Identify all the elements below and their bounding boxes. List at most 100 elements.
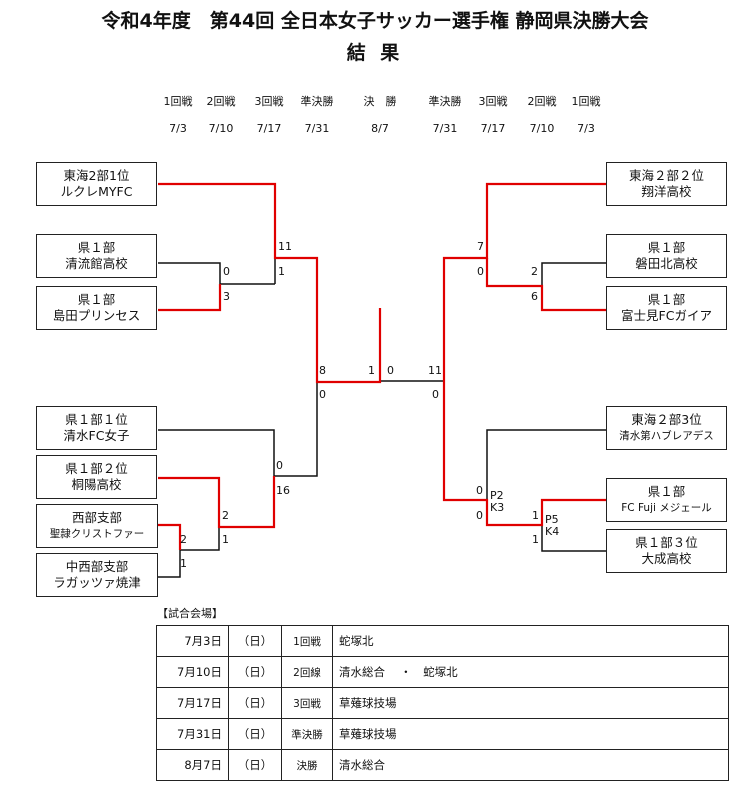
table-row: 8月7日 （日） 決勝 清水総合 <box>156 749 729 781</box>
score: 8 <box>319 364 326 377</box>
round-date: 7/10 <box>208 122 234 135</box>
score: 1 <box>180 557 187 570</box>
team-category: 東海2部1位 <box>63 168 130 183</box>
winner-line <box>442 182 607 381</box>
team-box: 県１部２位 桐陽高校 <box>36 455 157 499</box>
score: 0 <box>477 265 484 278</box>
winner-line <box>158 182 382 384</box>
score: 0 <box>276 459 283 472</box>
venue-place: 清水総合 ・ 蛇塚北 <box>332 656 729 688</box>
team-category: 県１部３位 <box>635 535 698 550</box>
table-row: 7月10日 （日） 2回線 清水総合 ・ 蛇塚北 <box>156 656 729 688</box>
score: 0 <box>432 388 439 401</box>
team-name: ラガッツァ焼津 <box>53 575 141 590</box>
venue-date: 7月31日 <box>156 718 229 750</box>
round-header: 1回戦 <box>571 95 601 108</box>
venue-place: 草薙球技場 <box>332 687 729 719</box>
team-name: 清流館高校 <box>65 256 128 271</box>
bracket-line <box>158 262 221 311</box>
team-category: 県１部 <box>77 240 116 255</box>
score: 2 <box>180 533 187 546</box>
page-title: 令和4年度 第44回 全日本女子サッカー選手権 静岡県決勝大会 <box>101 10 649 32</box>
bracket-line <box>541 262 607 286</box>
round-header: 決 勝 <box>363 95 397 108</box>
venue-day: （日） <box>228 656 282 688</box>
bracket-line <box>158 429 275 476</box>
round-date: 7/31 <box>304 122 330 135</box>
team-name: 清水第ハブレアデス <box>619 430 714 442</box>
bracket-line <box>541 525 607 552</box>
score: 0 <box>319 388 326 401</box>
team-box: 東海２部3位 清水第ハブレアデス <box>606 406 727 450</box>
score: 16 <box>276 484 290 497</box>
score: 3 <box>223 290 230 303</box>
round-date: 7/31 <box>432 122 458 135</box>
team-box: 東海２部２位 翔洋高校 <box>606 162 727 206</box>
team-name: 島田プリンセス <box>52 308 141 323</box>
venue-date: 8月7日 <box>156 749 229 781</box>
round-header: 3回戦 <box>254 95 284 108</box>
winner-line <box>485 258 607 312</box>
round-header: 2回戦 <box>527 95 557 108</box>
score: 0 <box>476 509 483 522</box>
venue-round: 準決勝 <box>281 718 333 750</box>
round-date: 7/3 <box>169 122 187 135</box>
venue-day: （日） <box>228 625 282 657</box>
team-box: 県１部３位 大成高校 <box>606 529 727 573</box>
score: 11 <box>428 364 442 377</box>
bracket-lines <box>158 182 607 578</box>
team-category: 東海２部２位 <box>628 168 704 183</box>
bracket-line <box>486 429 607 500</box>
venue-place: 清水総合 <box>332 749 729 781</box>
round-header: 準決勝 <box>300 95 334 108</box>
team-category: 中西部支部 <box>65 559 129 574</box>
table-row: 7月3日 （日） 1回戦 蛇塚北 <box>156 625 729 657</box>
pk-score: P5 K4 <box>545 513 560 538</box>
team-category: 東海２部3位 <box>631 412 702 427</box>
score: 0 <box>387 364 394 377</box>
team-name: 大成高校 <box>641 551 692 566</box>
team-category: 県１部 <box>647 240 686 255</box>
page-subtitle: 結 果 <box>346 42 404 64</box>
round-date: 8/7 <box>371 122 389 135</box>
venue-day: （日） <box>228 718 282 750</box>
venue-caption: 【試合会場】 <box>157 607 223 620</box>
team-category: 県１部 <box>647 292 686 307</box>
team-name: 聖隷クリストファー <box>49 528 145 540</box>
venue-place: 蛇塚北 <box>332 625 729 657</box>
venue-date: 7月17日 <box>156 687 229 719</box>
venue-place: 草薙球技場 <box>332 718 729 750</box>
team-box: 西部支部 聖隷クリストファー <box>36 504 158 548</box>
team-name: 桐陽高校 <box>71 477 122 492</box>
venue-round: 決勝 <box>281 749 333 781</box>
score: 1 <box>368 364 375 377</box>
score: 2 <box>222 509 229 522</box>
score: 1 <box>222 533 229 546</box>
score: 0 <box>223 265 230 278</box>
round-header: 2回戦 <box>206 95 236 108</box>
round-date: 7/17 <box>480 122 506 135</box>
score: 1 <box>532 533 539 546</box>
venue-date: 7月10日 <box>156 656 229 688</box>
score: 1 <box>278 265 285 278</box>
team-box: 県１部 富士見FCガイア <box>606 286 727 330</box>
score: 7 <box>477 240 484 253</box>
team-box: 東海2部1位 ルクレMYFC <box>36 162 157 206</box>
winner-line <box>158 523 182 550</box>
team-name: ルクレMYFC <box>60 184 133 199</box>
team-category: 県１部１位 <box>65 412 128 427</box>
venue-date: 7月3日 <box>156 625 229 657</box>
team-box: 中西部支部 ラガッツァ焼津 <box>36 553 158 597</box>
team-category: 県１部 <box>77 292 116 307</box>
winner-line <box>158 284 222 312</box>
venue-round: 2回線 <box>281 656 333 688</box>
venue-day: （日） <box>228 749 282 781</box>
score: 0 <box>476 484 483 497</box>
team-name: 翔洋高校 <box>641 184 692 199</box>
bracket-line <box>158 550 181 578</box>
team-name: FC Fuji メジェール <box>621 502 712 514</box>
round-header: 1回戦 <box>163 95 193 108</box>
score: 1 <box>532 509 539 522</box>
team-category: 県１部２位 <box>65 461 128 476</box>
venue-round: 3回戦 <box>281 687 333 719</box>
